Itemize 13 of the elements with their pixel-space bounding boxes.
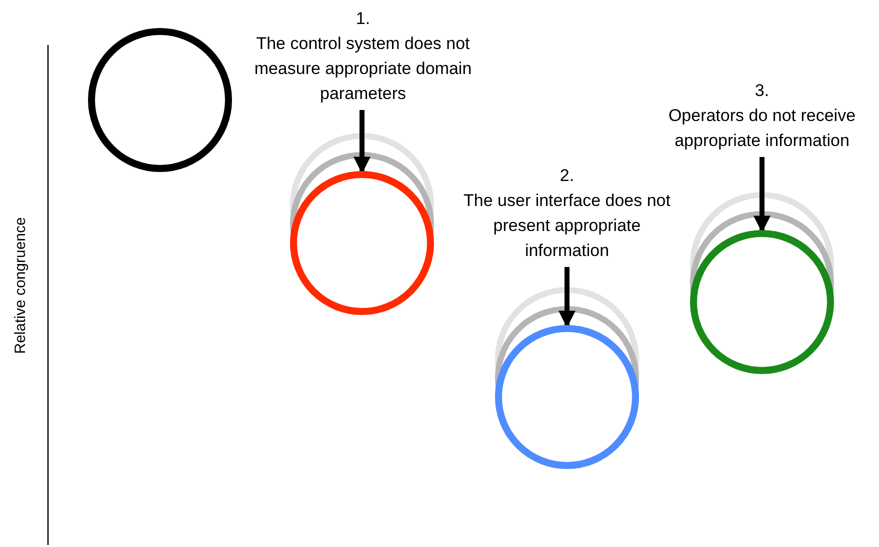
ring-shape	[495, 325, 639, 469]
axis-label: Relative congruence	[11, 216, 28, 354]
arrow	[558, 267, 576, 328]
arrow	[354, 110, 370, 174]
ring-shape	[290, 171, 434, 315]
arrow	[754, 157, 770, 233]
step-number: 1.	[354, 8, 372, 30]
step-description: The control system does not measure appropriate domain parameters	[253, 33, 473, 105]
ring-shape	[690, 230, 834, 374]
step-number: 3.	[754, 80, 770, 102]
step-description: Operators do not receive appropriate information	[667, 105, 857, 152]
step-description: The user interface does not present appropriate information	[462, 190, 672, 262]
step-number: 2.	[558, 165, 576, 187]
